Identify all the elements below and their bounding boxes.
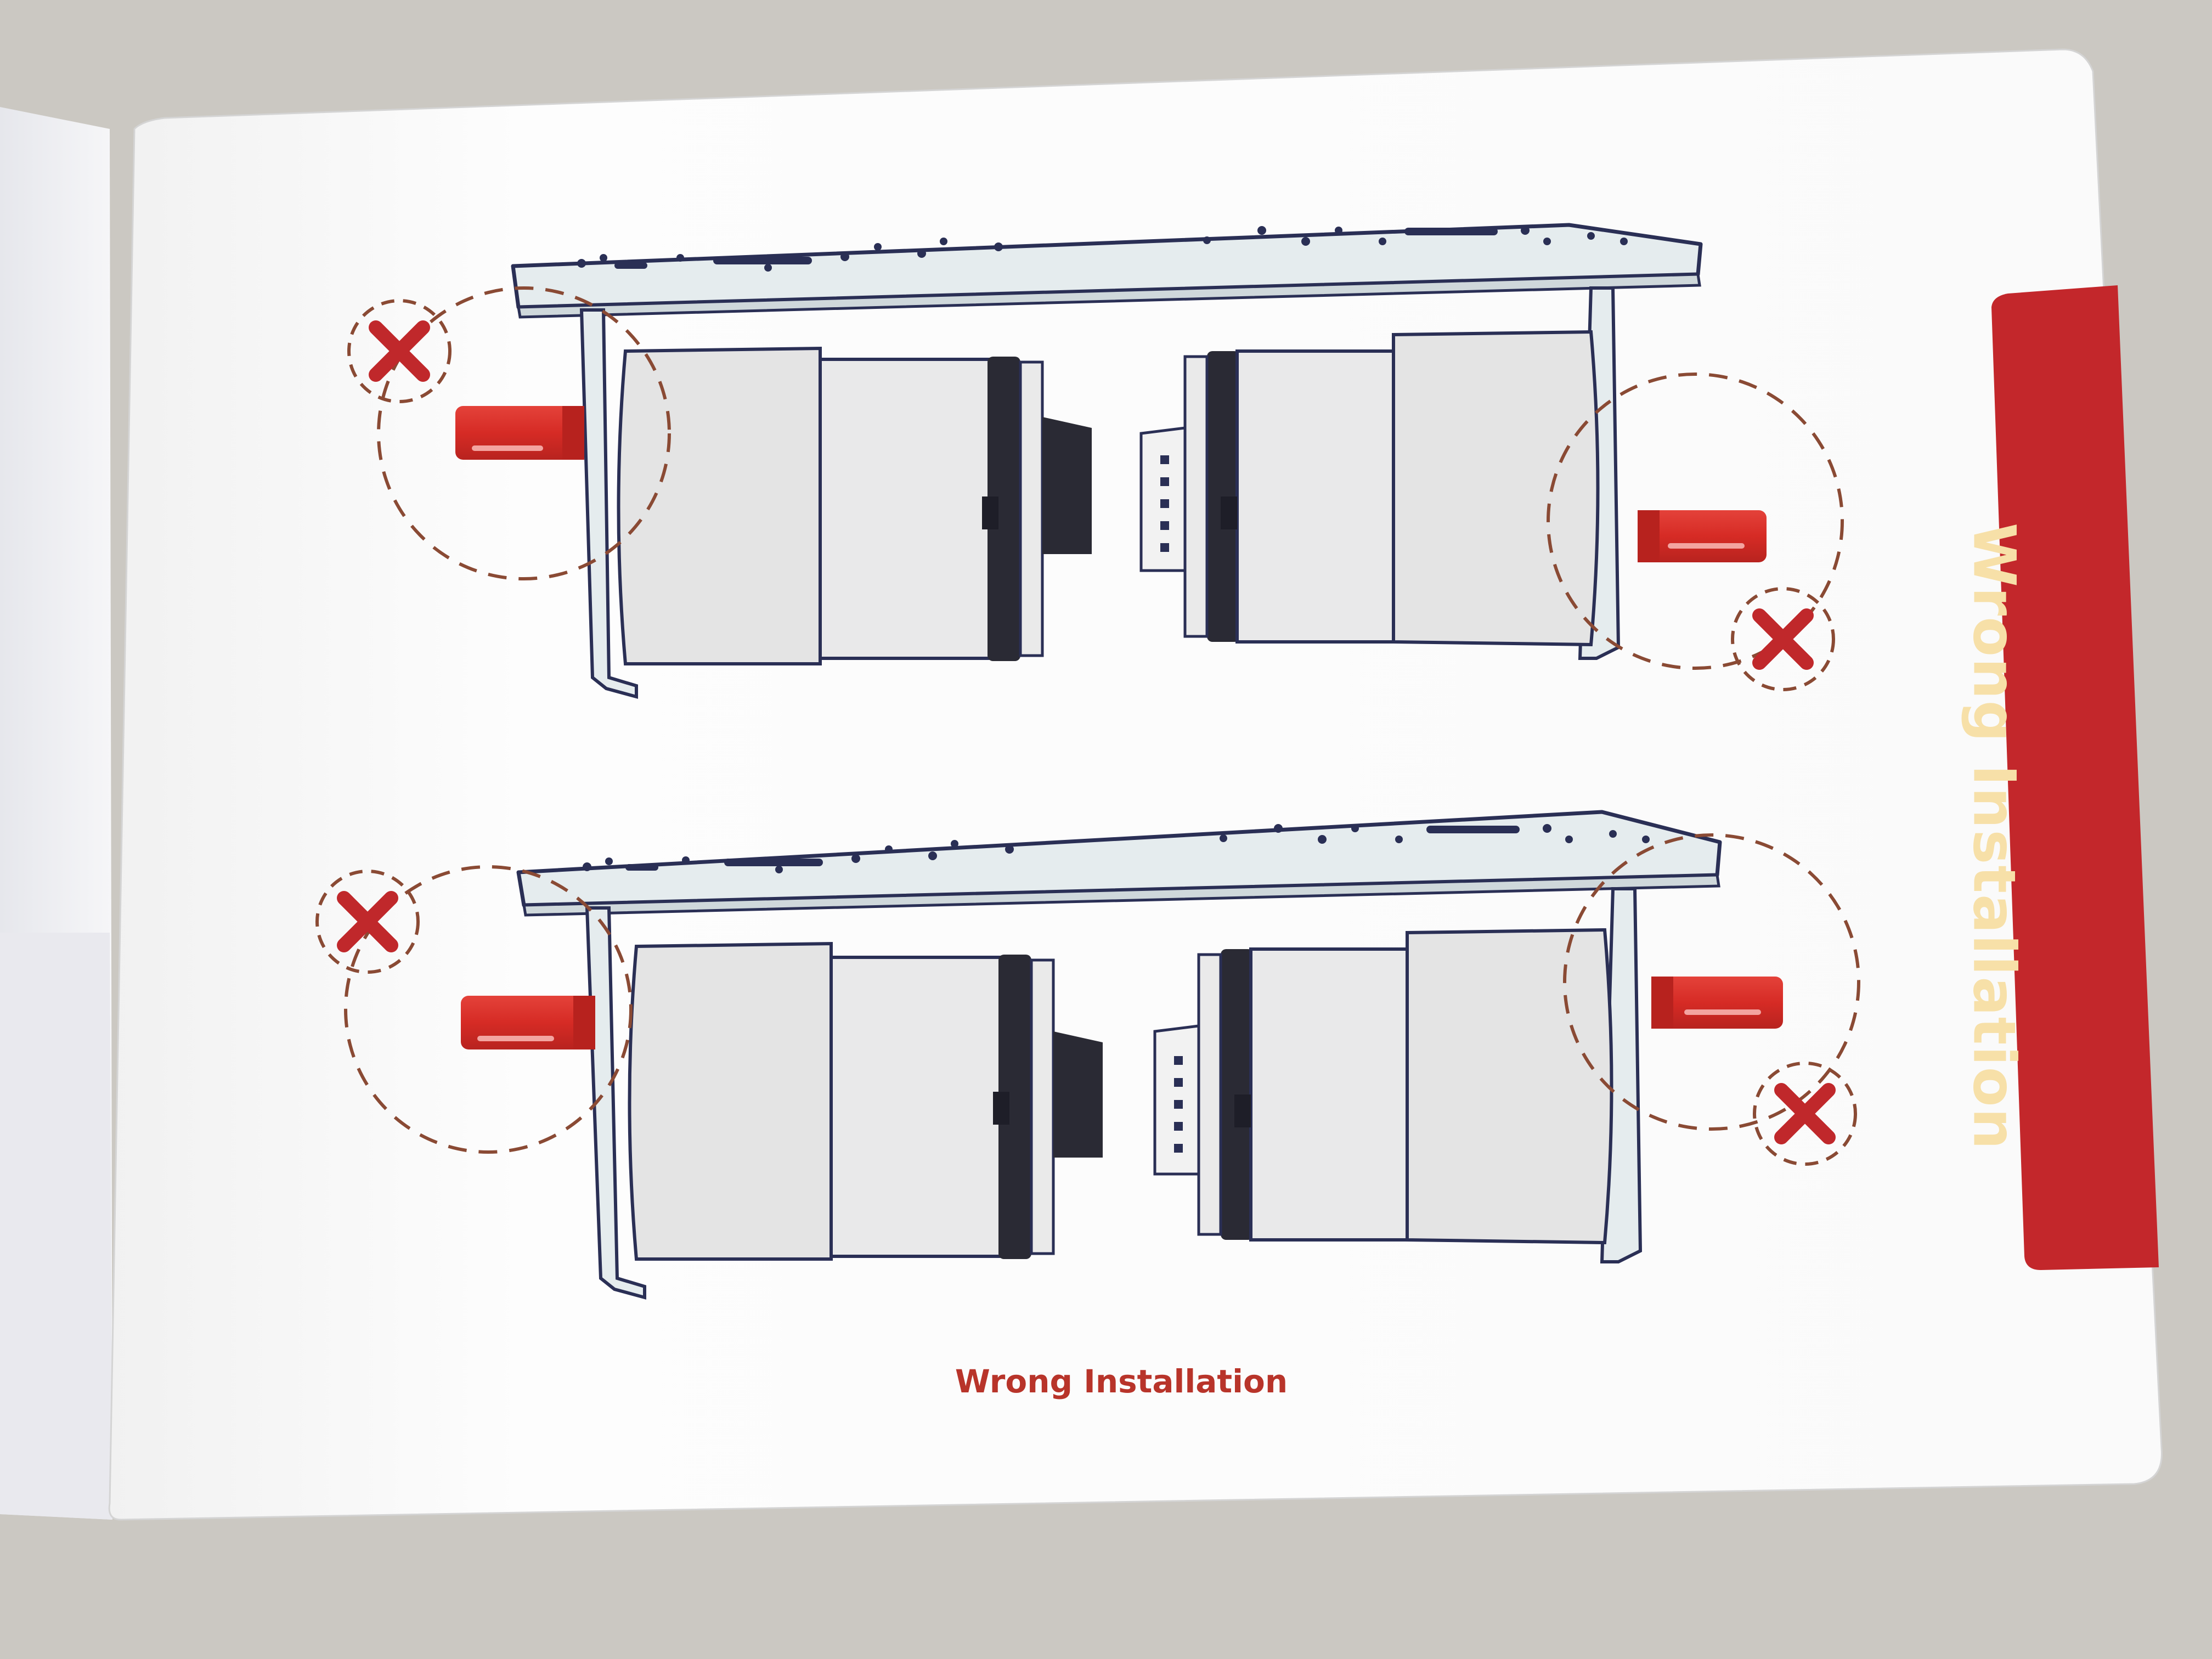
figure-caption: Wrong Installation	[955, 1363, 1288, 1400]
side-tab	[1991, 285, 2159, 1270]
x-mark-circle	[347, 299, 452, 403]
x-mark-icon	[369, 320, 430, 382]
motor-shaft	[455, 406, 573, 460]
x-mark-icon	[1774, 1083, 1836, 1144]
bottom-motor-assembly	[315, 810, 1860, 1300]
top-motor-assembly	[347, 223, 1844, 699]
side-tab-label: Wrong Installation	[1960, 522, 2028, 1151]
x-mark-icon	[337, 891, 398, 952]
x-mark-icon	[1752, 608, 1814, 670]
